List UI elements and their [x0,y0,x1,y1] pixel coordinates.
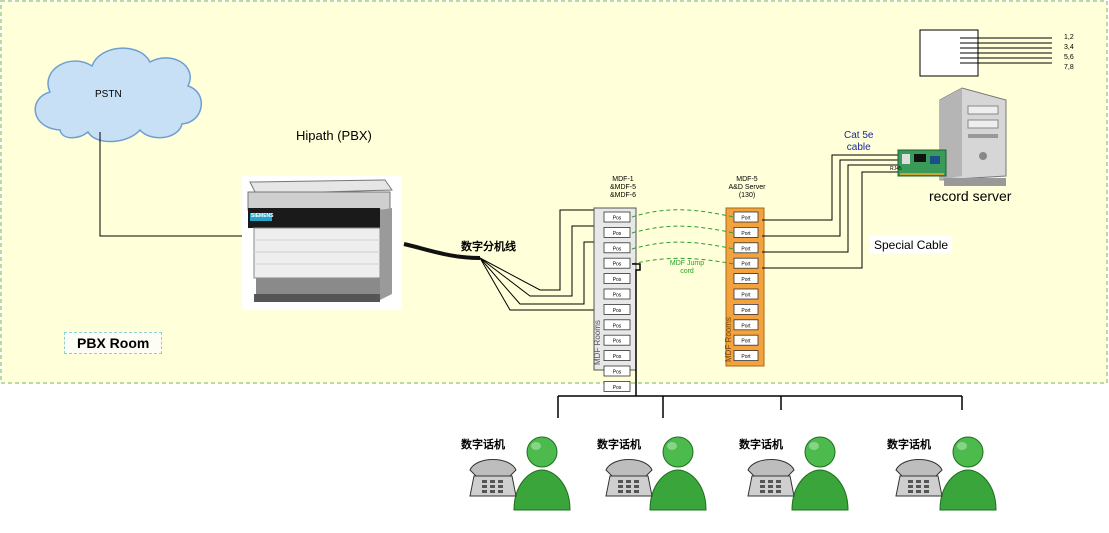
cloud-icon [34,47,203,143]
pbx-cabinet-icon [242,176,402,310]
mdf5-title: MDF-5 A&D Server (130) [722,176,772,200]
mdf1-port: Pos [603,257,631,269]
mdf1-port: Pos [603,273,631,285]
network-card-icon [897,149,947,177]
phone-label-2: 数字话机 [597,438,641,451]
mdf1-port-label: Pos [613,323,622,329]
cat5e-label: Cat 5e cable [844,130,873,154]
mdf5-port-label: Port [741,354,751,360]
connector-pin-labels: 1,2 3,4 5,6 7,8 [1064,33,1074,73]
mdf5-title-line: (130) [738,192,756,199]
phone-user-icon [605,436,707,511]
phone-user-icon [469,436,571,511]
mdf1-port-label: Pos [613,339,622,345]
record-server-label: record server [929,188,1012,204]
mdf1-port-label: Pos [613,262,622,268]
pstn-pbx-line [99,132,252,237]
phone-label-1: 数字话机 [461,438,505,451]
mdf1-port: Pos [603,334,631,346]
phone-label-4: 数字话机 [887,438,931,451]
pbx-label: Hipath (PBX) [296,128,372,143]
phone-label-3: 数字话机 [739,438,783,451]
pin-label: 7,8 [1064,64,1074,71]
mdf5-port: Port [733,288,759,300]
pin-label: 1,2 [1064,34,1074,41]
jump-cord-label: MDF Jump cord [664,260,710,276]
mdf5-port-label: Port [741,277,751,283]
digital-line-label: 数字分机线 [461,240,516,253]
mdf5-port-label: Port [741,262,751,268]
mdf5-port: Port [733,334,759,346]
phone-user-icon [747,436,849,511]
mdf1-port-label: Pos [613,370,622,376]
mdf1-port: Pos [603,288,631,300]
mdf1-port-label: Pos [613,308,622,314]
mdf1-port: Pos [603,226,631,238]
pbx-brand: SIEMENS [251,213,274,219]
mdf1-port: Pos [603,303,631,315]
mdf5-port: Port [733,257,759,269]
mdf1-title: MDF-1 &MDF-5 &MDF-6 [603,176,643,200]
mdf-jump-cords [631,209,735,265]
jump-cord-label-line: cord [680,268,694,275]
mdf1-title-line: MDF-1 [612,176,634,183]
jump-cord-label-line: MDF Jump [669,260,705,267]
mdf5-port: Port [733,242,759,254]
mdf1-port: Pos [603,350,631,362]
mdf1-port-label: Pos [613,293,622,299]
pstn-label: PSTN [95,89,122,100]
phone-user-icon [895,436,997,511]
network-card-label: RJ45 [890,166,902,172]
cat5e-label-line: cable [846,142,871,153]
mdf5-port: Port [733,226,759,238]
mdf1-port-label: Pos [613,385,622,391]
mdf5-port-label: Port [741,246,751,252]
pin-label: 5,6 [1064,54,1074,61]
mdf5-port-label: Port [741,308,751,314]
mdf1-port-label: Pos [613,231,622,237]
mdf1-port: Pos [603,242,631,254]
mdf1-port-label: Pos [613,216,622,222]
mdf5-port: Port [733,303,759,315]
mdf5-port: Port [733,273,759,285]
pbx-trunk-cable [403,242,481,260]
mdf5-port-label: Port [741,339,751,345]
server-tower-icon [939,87,1007,186]
mdf1-title-line: &MDF-5 [609,184,637,191]
mdf1-port: Pos [603,211,631,223]
mdf1-port: Pos [603,365,631,377]
special-cable-label: Special Cable [870,236,953,254]
mdf5-side-label: MDF Rooms [724,317,733,362]
mdf5-port-label: Port [741,216,751,222]
mdf5-title-line: A&D Server [728,184,766,191]
mdf5-frame: PortPortPortPortPortPortPortPortPortPort… [724,207,765,367]
mdf5-port-label: Port [741,293,751,299]
phone-bus-lines [557,263,963,418]
mdf1-port: Pos [603,380,631,392]
connector-block-icon [919,29,1052,77]
mdf1-title-line: &MDF-6 [609,192,637,199]
mdf5-port: Port [733,350,759,362]
mdf1-port-label: Pos [613,354,622,360]
mdf5-title-line: MDF-5 [736,176,758,183]
mdf1-side-label: MDF Rooms [593,320,602,365]
mdf5-port-label: Port [741,323,751,329]
mdf1-port-label: Pos [613,246,622,252]
pin-label: 3,4 [1064,44,1074,51]
server-cables [762,154,900,269]
mdf5-port-label: Port [741,231,751,237]
mdf5-port: Port [733,211,759,223]
mdf5-port: Port [733,319,759,331]
mdf1-port-label: Pos [613,277,622,283]
pbx-room-label: PBX Room [64,332,163,354]
cat5e-label-line: Cat 5e [844,130,874,141]
mdf1-port: Pos [603,319,631,331]
